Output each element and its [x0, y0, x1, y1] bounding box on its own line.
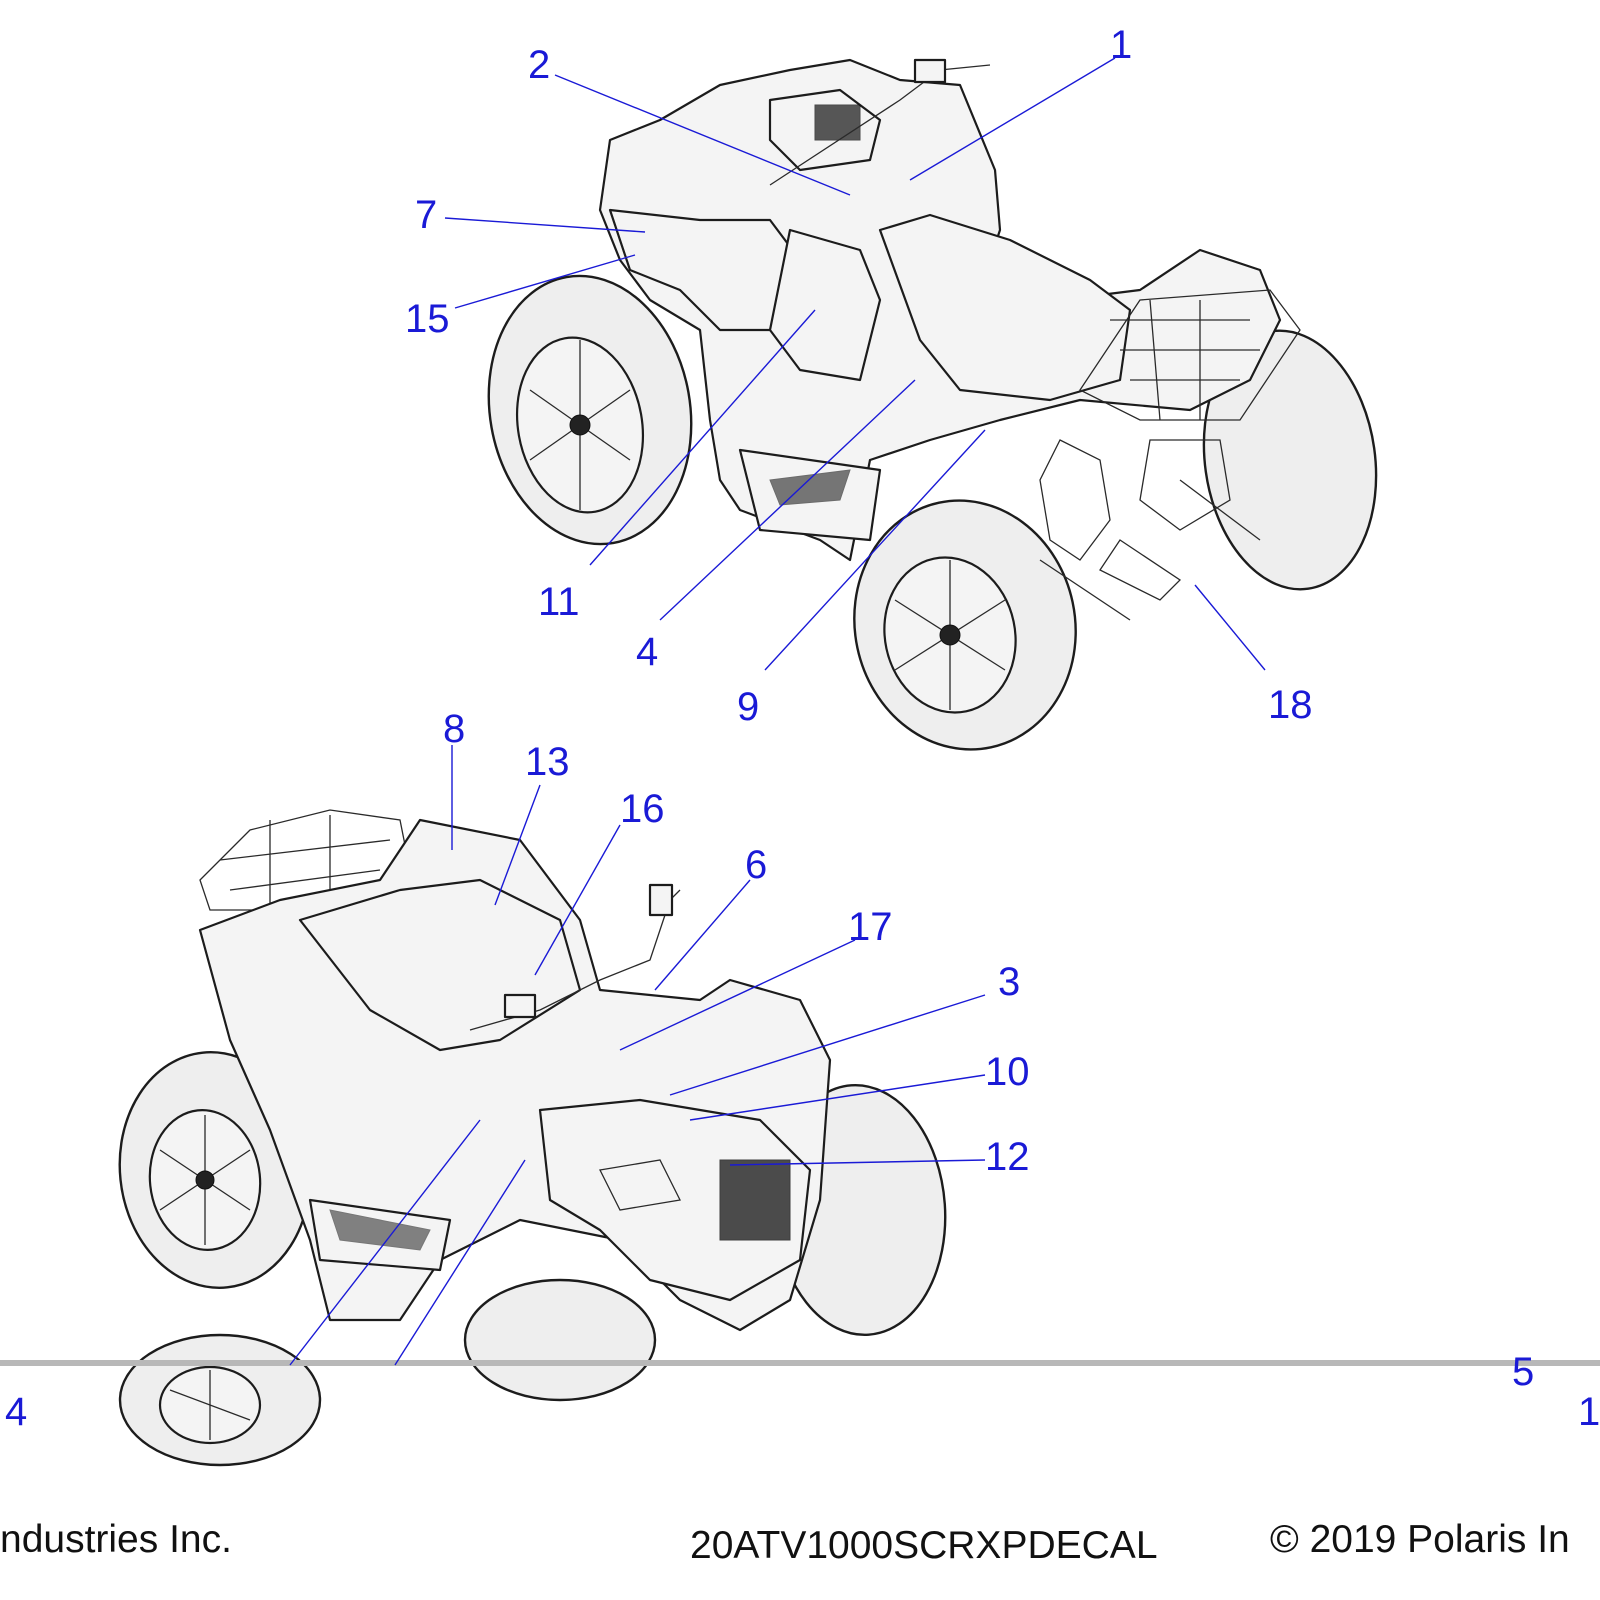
diagram-code: 20ATV1000SCRXPDECAL — [690, 1524, 1158, 1567]
callout-10: 10 — [985, 1050, 1030, 1094]
callout-12: 12 — [985, 1135, 1030, 1179]
callout-15: 15 — [405, 297, 450, 341]
callout-numbers: 1 2 7 15 11 4 9 18 8 13 16 6 17 3 10 12 … — [5, 23, 1600, 1434]
copyright-notice: © 2019 Polaris In — [1270, 1518, 1570, 1561]
callout-9: 9 — [737, 685, 759, 729]
callout-5-lower: 5 — [1512, 1350, 1534, 1394]
callout-1: 1 — [1110, 23, 1132, 67]
leader-lines — [289, 57, 1266, 1366]
callout-1-lower: 1 — [1578, 1390, 1600, 1434]
callout-16: 16 — [620, 787, 665, 831]
callout-3: 3 — [998, 960, 1020, 1004]
callout-8: 8 — [443, 707, 465, 751]
scan-band — [0, 1360, 1600, 1366]
callout-18: 18 — [1268, 683, 1313, 727]
atv-top-illustration — [487, 58, 1378, 751]
callout-6: 6 — [745, 843, 767, 887]
callout-2: 2 — [528, 43, 550, 87]
callout-4-lower: 4 — [5, 1390, 27, 1434]
callout-4: 4 — [636, 630, 658, 674]
callout-13: 13 — [525, 740, 570, 784]
callout-11: 11 — [538, 580, 580, 624]
atv-bottom-illustration — [118, 809, 947, 1467]
callout-7: 7 — [415, 193, 437, 237]
callout-17: 17 — [848, 905, 893, 949]
footer-company-fragment: ndustries Inc. — [0, 1518, 232, 1561]
